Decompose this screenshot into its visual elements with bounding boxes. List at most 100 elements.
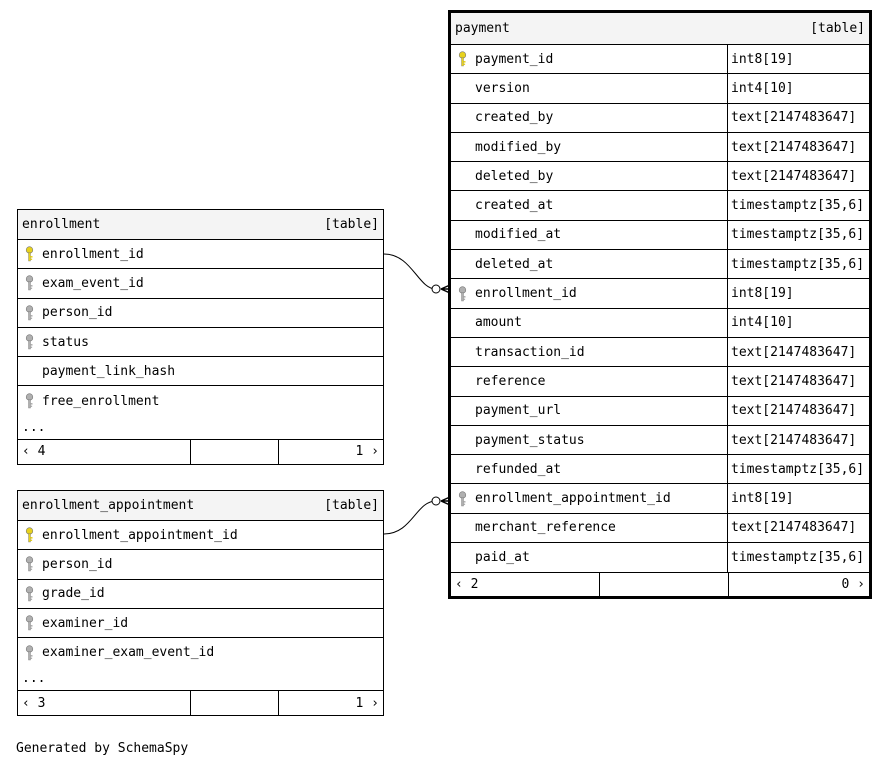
column-name-cell: modified_at xyxy=(451,221,727,249)
table-header[interactable]: enrollment [table] xyxy=(18,210,383,240)
column-type: text[2147483647] xyxy=(727,162,869,191)
column-type: timestamptz[35,6] xyxy=(727,191,869,220)
column-name: payment_url xyxy=(475,403,562,419)
column-name-cell: exam_event_id xyxy=(18,269,383,297)
column-name-cell: payment_link_hash xyxy=(18,357,383,385)
children-count[interactable]: 0 › xyxy=(728,573,869,597)
no-key-spacer xyxy=(455,397,475,425)
column-row[interactable]: transaction_id text[2147483647] xyxy=(451,337,869,368)
column-name-cell: status xyxy=(18,328,383,356)
column-name-cell: merchant_reference xyxy=(451,514,727,542)
column-type: int8[19] xyxy=(727,279,869,308)
column-name-cell: payment_url xyxy=(451,397,727,425)
primary-key-icon xyxy=(22,240,42,268)
column-type: int4[10] xyxy=(727,308,869,337)
column-name: paid_at xyxy=(475,550,530,566)
column-name-cell: created_at xyxy=(451,191,727,219)
column-row[interactable]: exam_event_id xyxy=(18,269,383,299)
column-row[interactable]: enrollment_id int8[19] xyxy=(451,279,869,309)
column-type: timestamptz[35,6] xyxy=(727,220,869,250)
primary-key-icon xyxy=(22,521,42,549)
children-count[interactable]: 1 › xyxy=(278,439,383,464)
column-name: refunded_at xyxy=(475,461,562,477)
parents-count[interactable]: ‹ 2 xyxy=(455,577,479,593)
children-count[interactable]: 1 › xyxy=(278,691,383,716)
no-key-spacer xyxy=(455,338,475,366)
column-name-cell: refunded_at xyxy=(451,455,727,483)
no-key-spacer xyxy=(455,221,475,249)
column-name: modified_at xyxy=(475,227,562,243)
column-type: timestamptz[35,6] xyxy=(727,543,869,573)
foreign-key-icon xyxy=(455,484,475,512)
enrollment-to-payment-edge xyxy=(383,253,437,290)
table-kind: [table] xyxy=(810,21,865,36)
column-type: text[2147483647] xyxy=(727,367,869,396)
column-row[interactable]: status xyxy=(18,328,383,358)
column-name-cell: person_id xyxy=(18,299,383,327)
column-row[interactable]: paid_at timestamptz[35,6] xyxy=(451,543,869,573)
column-row[interactable]: person_id xyxy=(18,299,383,328)
column-name-cell: grade_id xyxy=(18,580,383,608)
column-row[interactable]: person_id xyxy=(18,550,383,580)
foreign-key-icon xyxy=(22,386,42,415)
column-name-cell: examiner_id xyxy=(18,609,383,637)
more-columns: ... xyxy=(18,416,383,440)
column-row[interactable]: modified_at timestamptz[35,6] xyxy=(451,220,869,251)
column-name: modified_by xyxy=(475,139,562,155)
no-key-spacer xyxy=(455,455,475,483)
enrollment-appointment-table[interactable]: enrollment_appointment [table] enrollmen… xyxy=(17,490,384,717)
column-row[interactable]: examiner_exam_event_id xyxy=(18,638,383,667)
column-type: int8[19] xyxy=(727,45,869,74)
parents-count[interactable]: ‹ 3 xyxy=(22,695,46,711)
column-row[interactable]: enrollment_id xyxy=(18,240,383,270)
column-type: text[2147483647] xyxy=(727,337,869,367)
column-name: examiner_id xyxy=(42,615,129,631)
column-name: enrollment_id xyxy=(475,286,577,302)
enrollment-edge-optional-marker xyxy=(431,284,441,294)
parents-count[interactable]: ‹ 4 xyxy=(22,444,46,460)
no-key-spacer xyxy=(455,543,475,572)
table-name: enrollment_appointment xyxy=(22,498,195,513)
column-row[interactable]: version int4[10] xyxy=(451,74,869,104)
column-row[interactable]: payment_link_hash xyxy=(18,357,383,387)
column-name: version xyxy=(475,80,530,96)
column-name: payment_link_hash xyxy=(42,363,176,379)
table-header[interactable]: payment [table] xyxy=(451,13,869,45)
column-name: transaction_id xyxy=(475,344,585,360)
column-row[interactable]: grade_id xyxy=(18,580,383,609)
column-name: status xyxy=(42,334,89,350)
no-key-spacer xyxy=(455,309,475,337)
column-name: grade_id xyxy=(42,586,105,602)
column-name: examiner_exam_event_id xyxy=(42,645,215,661)
column-row[interactable]: free_enrollment xyxy=(18,386,383,415)
foreign-key-icon xyxy=(22,638,42,667)
column-row[interactable]: enrollment_appointment_id xyxy=(18,521,383,551)
column-type: timestamptz[35,6] xyxy=(727,250,869,279)
table-kind: [table] xyxy=(324,498,379,513)
column-row[interactable]: examiner_id xyxy=(18,609,383,639)
column-name-cell: free_enrollment xyxy=(18,386,383,415)
table-header[interactable]: enrollment_appointment [table] xyxy=(18,491,383,521)
no-key-spacer xyxy=(455,162,475,190)
column-name-cell: reference xyxy=(451,367,727,395)
column-type: int4[10] xyxy=(727,74,869,103)
no-key-spacer xyxy=(22,357,42,385)
foreign-key-icon xyxy=(455,279,475,307)
